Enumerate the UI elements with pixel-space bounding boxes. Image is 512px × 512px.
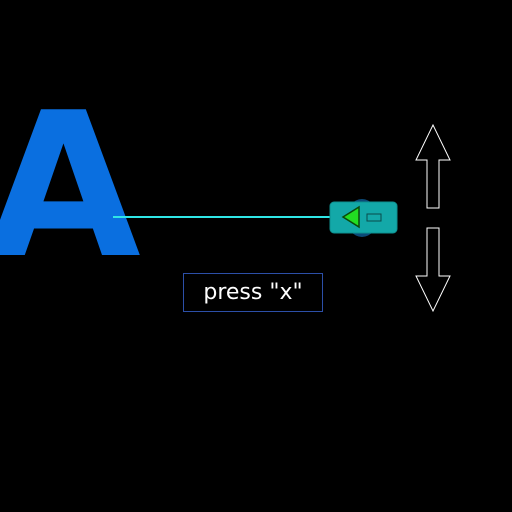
target-letter: A bbox=[0, 70, 141, 303]
hint-box: press "x" bbox=[183, 273, 323, 312]
arrow-up-icon[interactable] bbox=[414, 124, 452, 214]
ship-body bbox=[329, 201, 398, 234]
player-ship bbox=[329, 199, 398, 237]
ship-nose-icon bbox=[341, 205, 360, 229]
hint-text: press "x" bbox=[203, 280, 303, 305]
arrow-down-icon[interactable] bbox=[414, 226, 452, 316]
ship-cannon bbox=[366, 213, 382, 222]
laser-beam bbox=[113, 216, 353, 218]
